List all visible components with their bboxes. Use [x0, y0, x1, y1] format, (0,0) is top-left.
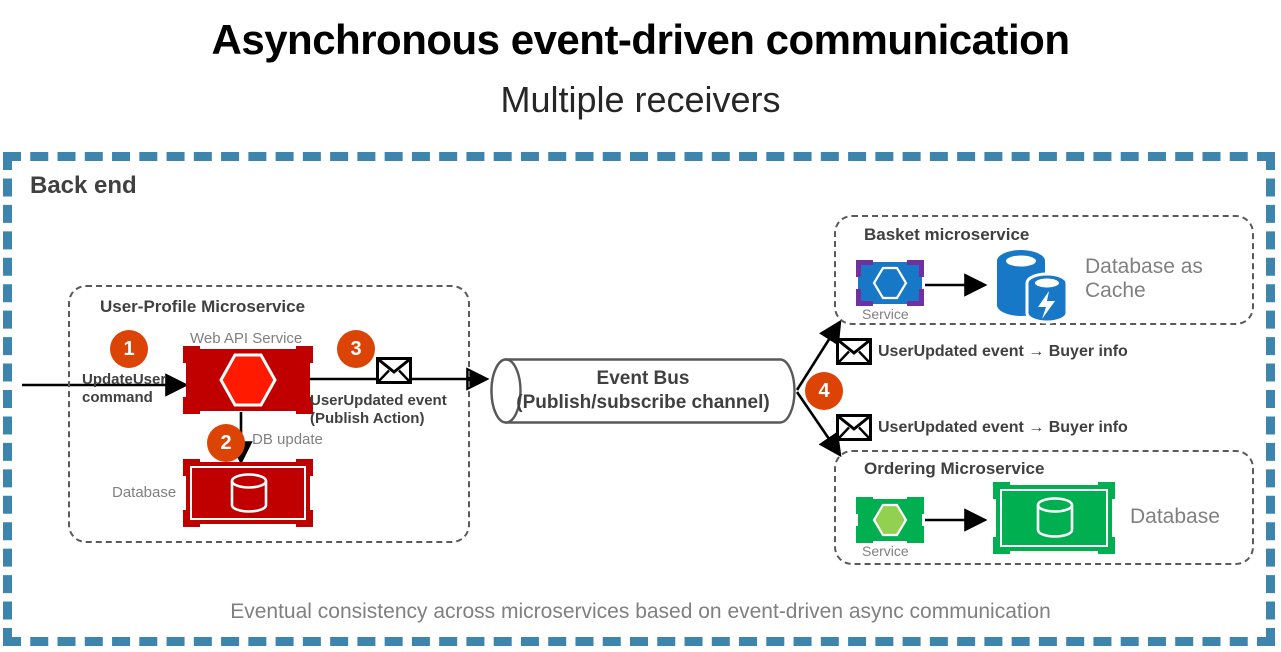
- web-api-hexagon-icon: [219, 353, 277, 407]
- basket-microservice-box: [834, 215, 1254, 325]
- step-badge-1: 1: [110, 330, 148, 368]
- publish-action-label: UserUpdated event (Publish Action): [310, 392, 447, 427]
- user-profile-microservice-box: [68, 285, 470, 543]
- user-profile-database-label: Database: [112, 484, 177, 501]
- user-profile-microservice-title: User-Profile Microservice: [100, 297, 306, 316]
- ordering-store-label: Database: [1130, 505, 1220, 528]
- corner-bracket-br: [296, 397, 313, 414]
- basket-microservice-title: Basket microservice: [864, 225, 1030, 244]
- corner-bracket-bl: [856, 289, 873, 306]
- basket-service-label: Service: [862, 306, 909, 322]
- green-database-cylinder-icon: [1036, 497, 1074, 538]
- corner-bracket-tr: [1098, 482, 1115, 499]
- subscriber-envelope-icon-1: [836, 338, 872, 365]
- database-cylinder-icon: [230, 473, 268, 513]
- event-bus-line2: (Publish/subscribe channel): [516, 392, 770, 413]
- publish-action-line1: UserUpdated event: [310, 392, 447, 409]
- corner-bracket-tr: [907, 497, 924, 514]
- backend-label: Back end: [30, 172, 137, 199]
- envelope-icon: [376, 357, 412, 384]
- blue-service-hexagon-icon: [872, 266, 908, 300]
- corner-bracket-br: [907, 289, 924, 306]
- corner-bracket-tr: [296, 459, 313, 476]
- page-title: Asynchronous event-driven communication: [211, 16, 1071, 63]
- step-badge-2: 2: [207, 424, 245, 462]
- event-bus-text: Event Bus (Publish/subscribe channel): [490, 358, 796, 424]
- web-api-service-tile: [183, 346, 313, 414]
- subscriber-message-label-1: UserUpdated event → Buyer info: [878, 343, 1128, 360]
- step-badge-4: 4: [805, 372, 843, 410]
- corner-bracket-tl: [856, 497, 873, 514]
- green-service-hexagon-icon: [872, 503, 908, 537]
- update-user-command-line2: command: [82, 388, 153, 406]
- basket-service-tile: [856, 260, 924, 306]
- corner-bracket-tl: [856, 260, 873, 277]
- basket-store-label: Database as Cache: [1085, 255, 1203, 303]
- ordering-service-tile: [856, 497, 924, 543]
- corner-bracket-br: [907, 526, 924, 543]
- diagram-caption: Eventual consistency across microservice…: [230, 600, 1051, 623]
- db-update-label: DB update: [252, 431, 323, 448]
- corner-bracket-bl: [183, 510, 200, 527]
- ordering-service-label: Service: [862, 543, 909, 559]
- corner-bracket-bl: [993, 537, 1010, 554]
- user-profile-database-tile: [183, 459, 313, 527]
- ordering-database-fill: [996, 485, 1112, 551]
- ordering-microservice-box: [834, 450, 1254, 565]
- update-user-command-label: UpdateUser command: [82, 371, 166, 406]
- event-bus-line1: Event Bus: [596, 368, 690, 390]
- publish-action-line2: (Publish Action): [310, 409, 425, 427]
- corner-bracket-tr: [296, 346, 313, 363]
- ordering-microservice-title: Ordering Microservice: [864, 459, 1045, 478]
- corner-bracket-br: [296, 510, 313, 527]
- ordering-database-tile: [993, 482, 1115, 554]
- corner-bracket-br: [1098, 537, 1115, 554]
- basket-store-label-line1: Database as: [1085, 255, 1203, 278]
- page-subtitle: Multiple receivers: [500, 79, 781, 120]
- basket-store-label-line2: Cache: [1085, 279, 1146, 303]
- corner-bracket-tr: [907, 260, 924, 277]
- corner-bracket-tl: [993, 482, 1010, 499]
- corner-bracket-bl: [183, 397, 200, 414]
- step-badge-3: 3: [337, 330, 375, 368]
- user-profile-database-fill: [186, 462, 310, 524]
- corner-bracket-bl: [856, 526, 873, 543]
- corner-bracket-tl: [183, 459, 200, 476]
- subscriber-envelope-icon-2: [836, 414, 872, 441]
- subscriber-message-label-2: UserUpdated event → Buyer info: [878, 419, 1128, 436]
- event-bus-shape: [490, 358, 796, 424]
- web-api-service-label: Web API Service: [190, 330, 303, 347]
- ordering-database-inner-border: [1000, 489, 1108, 547]
- database-as-cache-icon: [997, 250, 1069, 324]
- corner-bracket-tl: [183, 346, 200, 363]
- update-user-command-line1: UpdateUser: [82, 371, 167, 388]
- event-bus-cylinder: Event Bus (Publish/subscribe channel): [490, 358, 796, 424]
- user-profile-database-inner-border: [190, 466, 306, 520]
